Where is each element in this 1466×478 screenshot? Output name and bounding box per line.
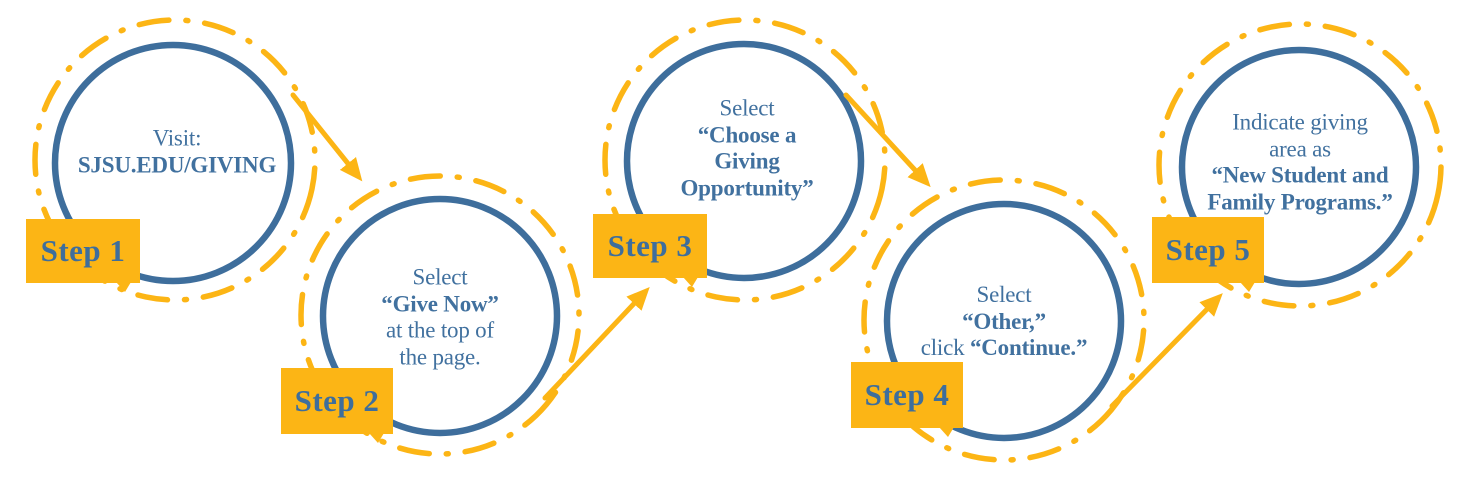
step-4-badge: Step 4 bbox=[851, 362, 963, 437]
step-2-line-3: at the top of bbox=[315, 318, 565, 345]
step-4-line-3: click “Continue.” bbox=[879, 335, 1129, 362]
step-2-line-2-seg-1: “Give Now” bbox=[381, 291, 499, 317]
step-3-line-4-seg-1: Opportunity” bbox=[680, 175, 814, 201]
step-4-line-3-seg-2: “Continue.” bbox=[969, 335, 1088, 361]
step-3-line-4: Opportunity” bbox=[622, 176, 872, 203]
step-1-circle bbox=[51, 41, 295, 285]
step-3-line-2-seg-1: “Choose a bbox=[697, 122, 797, 148]
step-3-line-2: “Choose a bbox=[622, 122, 872, 149]
step-5-line-4-seg-1: Family Programs.” bbox=[1207, 189, 1393, 215]
arrow-step-4-to-5-icon bbox=[1109, 293, 1223, 409]
step-1-line-2: SJSU.EDU/GIVING bbox=[52, 152, 302, 179]
step-3-badge: Step 3 bbox=[593, 214, 707, 287]
step-5-circle bbox=[1178, 46, 1420, 288]
step-1-text: Visit: SJSU.EDU/GIVING bbox=[52, 125, 302, 178]
step-1-line-1: Visit: bbox=[52, 125, 302, 152]
step-4-circle bbox=[883, 200, 1125, 442]
step-5-line-2-seg-1: area as bbox=[1269, 136, 1331, 162]
step-5-line-3-seg-1: “New Student and bbox=[1211, 163, 1389, 188]
step-5-line-4: Family Programs.” bbox=[1175, 190, 1425, 217]
step-3-circle bbox=[623, 40, 865, 282]
step-2-line-2: “Give Now” bbox=[315, 291, 565, 318]
step-1-badge: Step 1 bbox=[26, 219, 140, 292]
step-4-text: Select “Other,” click “Continue.” bbox=[879, 282, 1129, 362]
step-2-line-1: Select bbox=[315, 265, 565, 292]
step-1-line-1-seg-1: Visit: bbox=[152, 125, 202, 151]
step-4-line-2-seg-1: “Other,” bbox=[962, 308, 1046, 334]
step-3-line-1-seg-1: Select bbox=[719, 95, 775, 121]
arrow-step-2-to-3-icon bbox=[542, 286, 650, 401]
step-4-line-1: Select bbox=[879, 282, 1129, 309]
step-3-line-3-seg-1: Giving bbox=[714, 149, 780, 174]
step-1-outer-dashed-circle bbox=[32, 17, 318, 303]
step-4-line-2: “Other,” bbox=[879, 309, 1129, 336]
step-5-line-1-seg-1: Indicate giving bbox=[1232, 109, 1368, 135]
step-2-line-3-seg-1: at the top of bbox=[386, 318, 494, 343]
step-5-line-3: “New Student and bbox=[1175, 163, 1425, 190]
step-2-line-4-seg-1: the page. bbox=[399, 344, 481, 370]
step-5-badge: Step 5 bbox=[1152, 217, 1264, 292]
step-5-text: Indicate giving area as “New Student and… bbox=[1175, 110, 1425, 217]
arrow-step-3-to-4-icon bbox=[843, 92, 931, 188]
step-4-line-3-seg-1: click bbox=[920, 335, 970, 361]
step-5-line-2: area as bbox=[1175, 136, 1425, 163]
step-1-line-2-seg-1: SJSU.EDU/GIVING bbox=[77, 152, 277, 177]
step-2-line-4: the page. bbox=[315, 345, 565, 372]
step-5-line-1: Indicate giving bbox=[1175, 110, 1425, 137]
step-5-outer-dashed-circle bbox=[1156, 21, 1444, 309]
step-3-line-3: Giving bbox=[622, 149, 872, 176]
step-2-badge: Step 2 bbox=[281, 368, 393, 443]
step-3-text: Select “Choose a Giving Opportunity” bbox=[622, 96, 872, 203]
step-2-text: Select “Give Now” at the top of the page… bbox=[315, 265, 565, 372]
step-2-circle bbox=[319, 195, 561, 437]
step-4-line-1-seg-1: Select bbox=[976, 281, 1032, 307]
step-3-line-1: Select bbox=[622, 96, 872, 123]
arrow-step-1-to-2-icon bbox=[290, 92, 363, 182]
step-3-outer-dashed-circle bbox=[602, 17, 888, 303]
step-2-line-1-seg-1: Select bbox=[412, 264, 468, 290]
